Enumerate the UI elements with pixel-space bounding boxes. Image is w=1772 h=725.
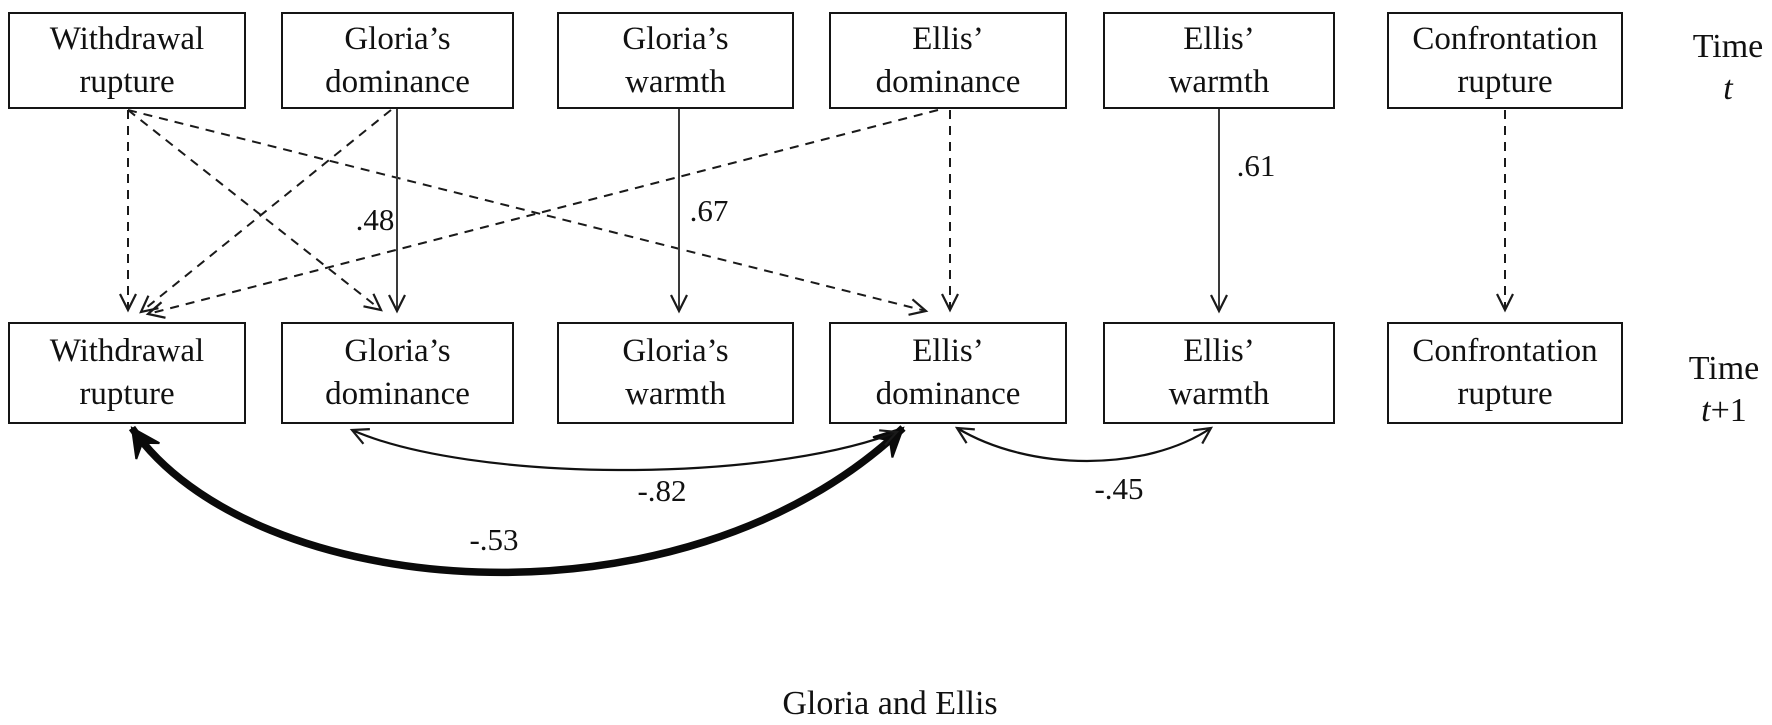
node-label: Gloria’s	[622, 333, 729, 369]
node-label: dominance	[875, 376, 1021, 412]
node-label: Withdrawal	[49, 333, 205, 369]
node-ellis-dominance-t1: Ellis’ dominance	[829, 322, 1067, 424]
node-label: warmth	[625, 63, 726, 100]
node-label: Ellis’	[1183, 20, 1255, 57]
node-gloria-dominance-t: Gloria’s dominance	[281, 12, 514, 109]
node-label: Gloria’s	[344, 20, 451, 57]
coefficient-cov-ellis-dominance-ellis-warmth: -.45	[1094, 471, 1144, 506]
covariance-ellis-dominance-ellis-warmth	[954, 426, 1214, 462]
node-label: dominance	[325, 63, 470, 100]
node-label: Confrontation	[1412, 333, 1598, 369]
node-label: warmth	[625, 376, 726, 412]
node-label: Gloria’s	[622, 20, 729, 57]
node-label: Ellis’	[1183, 333, 1255, 369]
node-ellis-warmth-t1: Ellis’ warmth	[1103, 322, 1335, 424]
node-label: Gloria’s	[344, 333, 451, 369]
node-label: Withdrawal	[49, 20, 205, 57]
time-word: Time	[1692, 28, 1764, 65]
edge-gloria-dominance-to-withdrawal	[139, 109, 392, 314]
node-label: warmth	[1168, 376, 1270, 412]
covariance-withdrawal-ellis-dominance	[128, 425, 906, 577]
coefficient-cov-withdrawal-ellis-dominance: -.53	[469, 522, 519, 557]
node-gloria-dominance-t1: Gloria’s dominance	[281, 322, 514, 424]
time-sub-suffix: +1	[1710, 392, 1747, 429]
node-ellis-warmth-t: Ellis’ warmth	[1103, 12, 1335, 109]
node-withdrawal-rupture-t1: Withdrawal rupture	[8, 322, 246, 424]
node-label: dominance	[875, 63, 1021, 100]
covariance-gloria-dominance-ellis-dominance	[349, 428, 900, 472]
edge-ellis-dominance-to-withdrawal	[145, 109, 939, 319]
node-label: warmth	[1168, 63, 1270, 100]
coefficient-gloria-warmth-stability: .67	[689, 193, 729, 228]
node-label: Confrontation	[1412, 20, 1598, 57]
node-ellis-dominance-t: Ellis’ dominance	[829, 12, 1067, 109]
node-confrontation-rupture-t1: Confrontation rupture	[1387, 322, 1623, 424]
coefficient-ellis-warmth-stability: .61	[1236, 148, 1276, 183]
node-gloria-warmth-t: Gloria’s warmth	[557, 12, 794, 109]
node-confrontation-rupture-t: Confrontation rupture	[1387, 12, 1623, 109]
node-label: rupture	[79, 376, 175, 412]
node-label: rupture	[79, 63, 175, 100]
time-t1-label: Time t+1	[1689, 348, 1760, 432]
node-label: dominance	[325, 376, 470, 412]
figure-caption: Gloria and Ellis	[782, 685, 998, 722]
coefficient-gloria-dominance-stability: .48	[355, 202, 395, 237]
time-word: Time	[1688, 350, 1760, 387]
edge-withdrawal-to-gloria-dominance	[127, 109, 383, 312]
node-label: rupture	[1457, 63, 1553, 100]
time-t-label: Time t	[1693, 26, 1764, 110]
node-label: Ellis’	[912, 20, 984, 57]
time-sub: t	[1723, 70, 1733, 107]
node-label: Ellis’	[912, 333, 984, 369]
edge-withdrawal-to-ellis-dominance	[127, 109, 929, 316]
node-gloria-warmth-t1: Gloria’s warmth	[557, 322, 794, 424]
node-withdrawal-rupture-t: Withdrawal rupture	[8, 12, 246, 109]
node-label: rupture	[1457, 376, 1553, 412]
time-sub: t	[1701, 392, 1711, 429]
coefficient-cov-gloria-dominance-ellis-dominance: -.82	[637, 473, 687, 508]
